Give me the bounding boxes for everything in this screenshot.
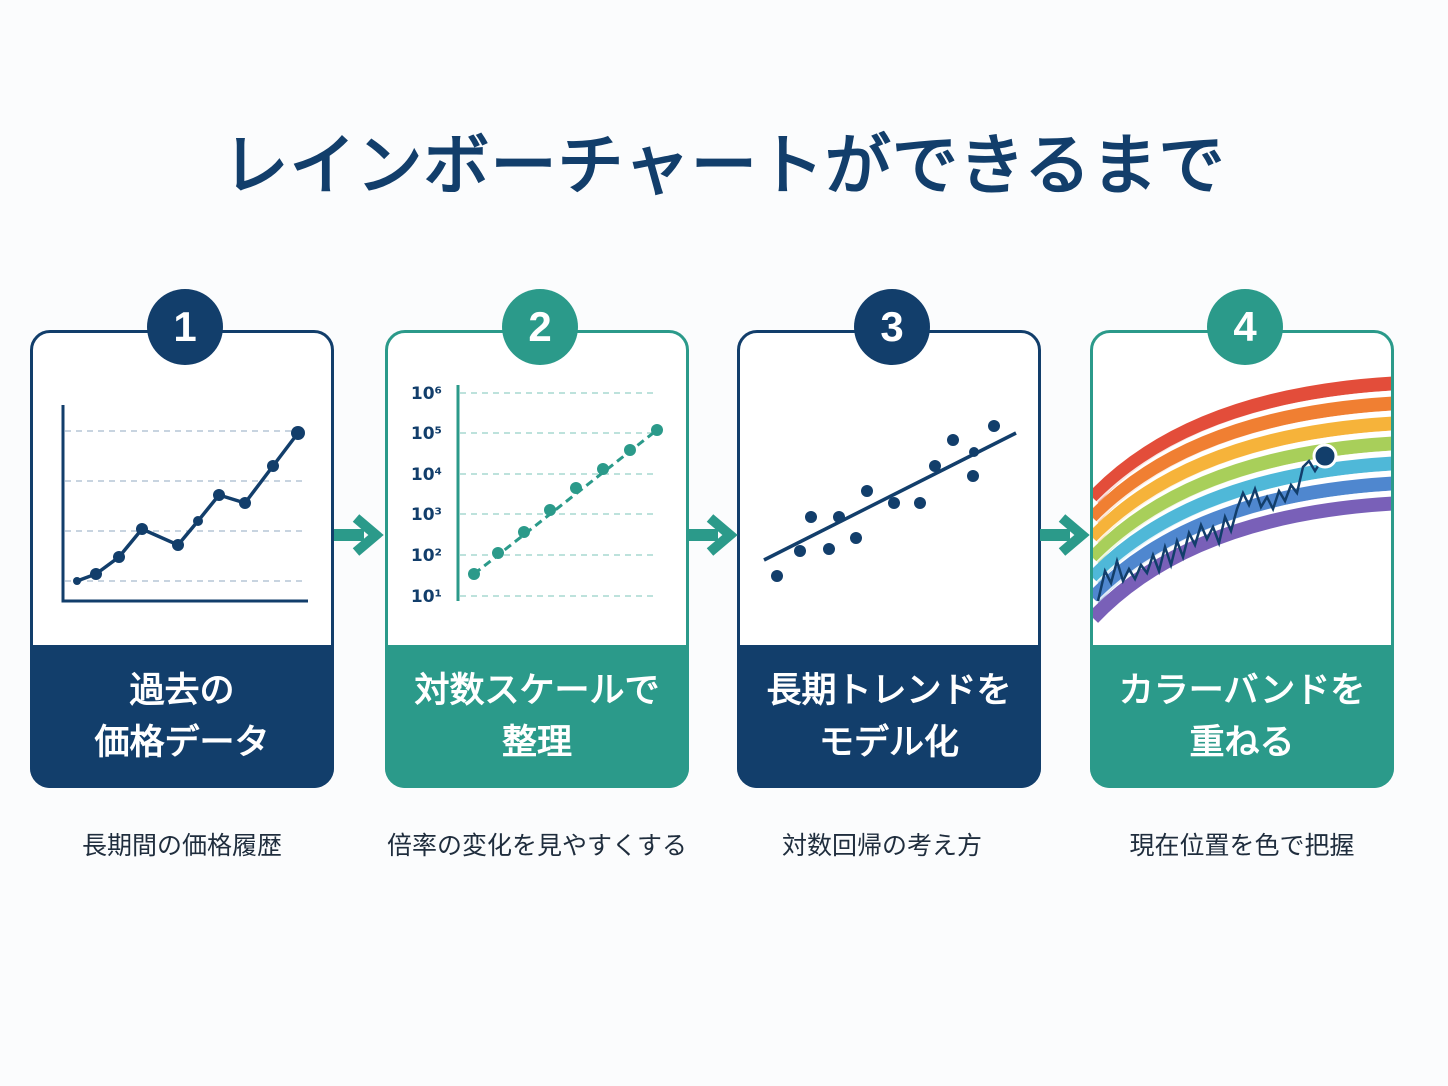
step-label-line1: カラーバンドを (1118, 670, 1366, 711)
page-title: レインボーチャートができるまで (222, 127, 1226, 204)
log-axis-label: 10³ (411, 505, 442, 525)
step-label-line1: 長期トレンドを (766, 670, 1012, 711)
log-axis-label: 10⁶ (411, 384, 442, 404)
step-label-line1: 過去の (129, 670, 235, 711)
arrow-right-icon (688, 514, 738, 556)
step-label: 対数スケールで 整理 (385, 645, 689, 788)
step-label-line1: 対数スケールで (414, 670, 660, 711)
log-axis-label: 10⁵ (411, 424, 442, 444)
arrow-right-icon (1040, 514, 1090, 556)
step-label-line2: 整理 (501, 722, 572, 763)
step-label-line2: モデル化 (818, 722, 959, 763)
step-caption: 対数回帰の考え方 (781, 831, 982, 860)
step-number-badge: 3 (854, 289, 930, 365)
step-card-4: 4 カラーバンドを 重ねる (1090, 289, 1394, 788)
regression-chart (740, 333, 1038, 649)
step-number-badge: 1 (147, 289, 223, 365)
step-caption: 長期間の価格履歴 (81, 831, 282, 860)
log-scale-chart: 10⁶ 10⁵ 10⁴ 10³ 10² 10¹ (388, 333, 686, 649)
step-label: カラーバンドを 重ねる (1090, 645, 1394, 788)
step-number-badge: 4 (1207, 289, 1283, 365)
step-caption: 現在位置を色で把握 (1129, 831, 1355, 860)
rainbow-band-chart (1093, 333, 1391, 649)
step-caption: 倍率の変化を見やすくする (386, 831, 687, 860)
log-axis-label: 10¹ (411, 587, 442, 607)
step-number-badge: 2 (502, 289, 578, 365)
log-axis-label: 10² (411, 546, 442, 566)
price-history-chart (33, 333, 331, 649)
step-label-line2: 価格データ (94, 722, 270, 763)
step-label-line2: 重ねる (1189, 722, 1295, 763)
step-card-1: 1 過去の (30, 289, 334, 788)
step-card-2: 2 10⁶ 10⁵ 10⁴ 10³ 10² 10¹ (385, 289, 689, 788)
step-card-3: 3 長期トレンドを モデル化 (737, 289, 1041, 788)
step-label: 過去の 価格データ (30, 645, 334, 788)
log-axis-label: 10⁴ (411, 465, 442, 485)
step-label: 長期トレンドを モデル化 (737, 645, 1041, 788)
arrow-right-icon (334, 514, 384, 556)
